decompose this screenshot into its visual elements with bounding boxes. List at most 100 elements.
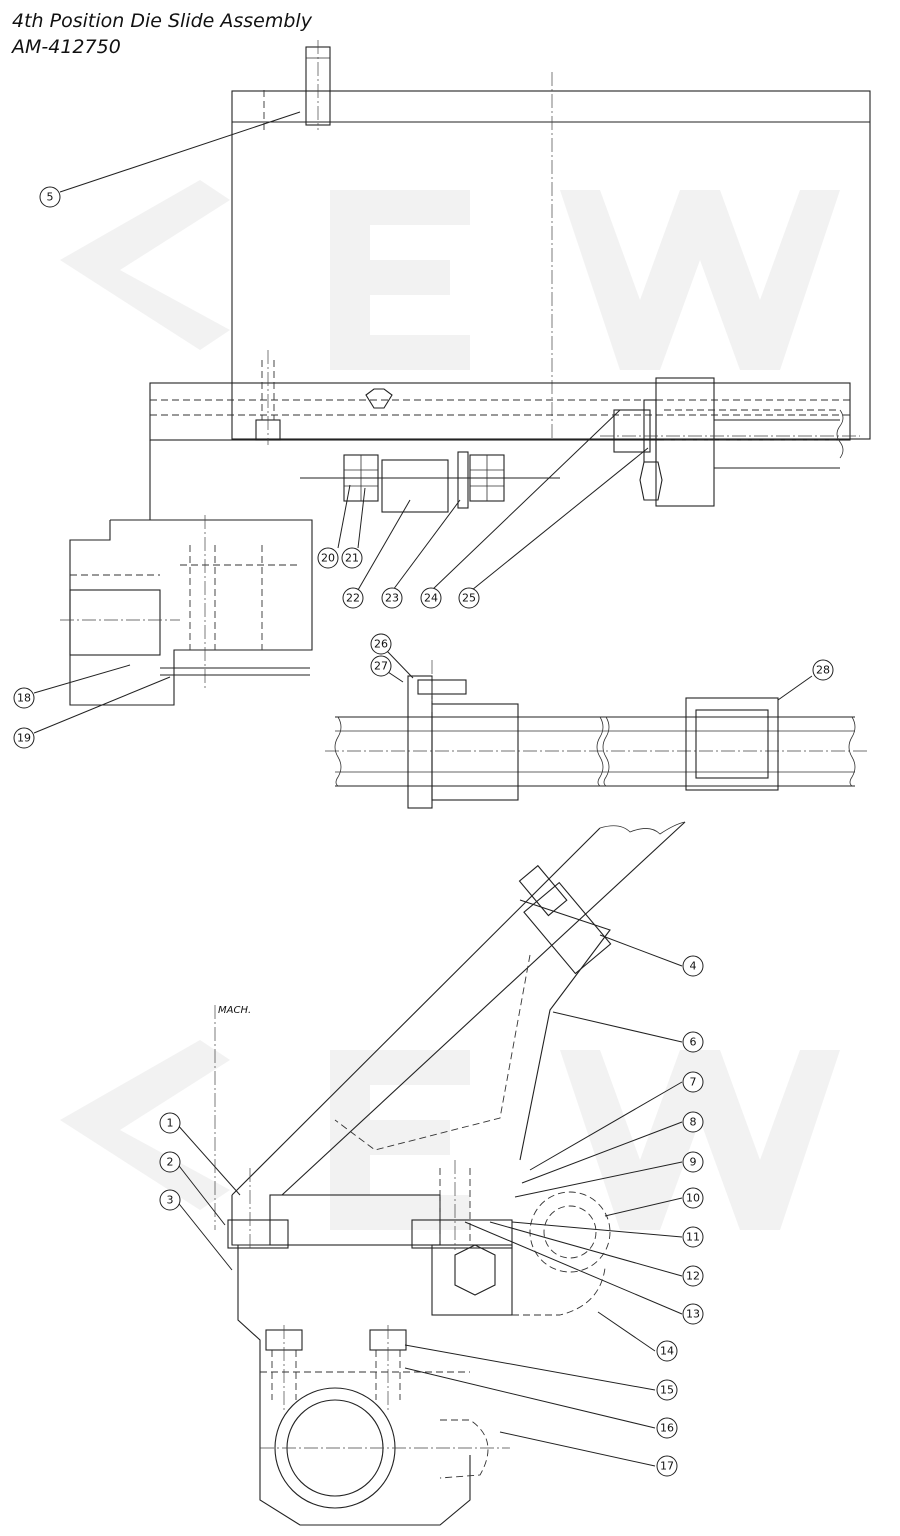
balloon-19: 19	[13, 727, 35, 749]
set-screw	[417, 679, 467, 695]
balloon-22: 22	[342, 587, 364, 609]
balloon-7: 7	[682, 1071, 704, 1093]
balloon-label: 8	[690, 1116, 697, 1129]
die-slide-body	[231, 1195, 471, 1526]
balloon-circle	[656, 1340, 678, 1362]
balloon-circle	[370, 633, 392, 655]
balloon-15: 15	[656, 1379, 678, 1401]
balloon-18: 18	[13, 687, 35, 709]
balloon-label: 24	[424, 592, 438, 605]
balloon-label: 19	[17, 732, 31, 745]
balloon-circle	[159, 1112, 181, 1134]
balloon-21: 21	[341, 547, 363, 569]
part-number: AM-412750	[12, 36, 121, 58]
balloon-label: 25	[462, 592, 476, 605]
balloon-label: 2	[167, 1156, 174, 1169]
top-view	[60, 40, 871, 706]
balloon-label: 14	[660, 1345, 674, 1358]
rod-end-block	[655, 377, 715, 507]
balloon-circle	[13, 727, 35, 749]
balloon-label: 4	[690, 960, 697, 973]
balloon-16: 16	[656, 1417, 678, 1439]
watermark	[60, 180, 840, 1230]
balloon-label: 6	[690, 1036, 697, 1049]
balloon-label: 21	[345, 552, 359, 565]
balloon-circle	[159, 1151, 181, 1173]
balloon-2: 2	[159, 1151, 181, 1173]
leader-lines	[33, 111, 813, 1467]
balloon-label: 15	[660, 1384, 674, 1397]
balloon-circle	[656, 1379, 678, 1401]
balloon-1: 1	[159, 1112, 181, 1134]
balloon-circle	[317, 547, 339, 569]
balloon-26: 26	[370, 633, 392, 655]
balloon-28: 28	[812, 659, 834, 681]
balloon-20: 20	[317, 547, 339, 569]
hex-nut	[454, 1244, 496, 1296]
balloon-label: 16	[660, 1422, 674, 1435]
balloon-label: 26	[374, 638, 388, 651]
balloon-4: 4	[682, 955, 704, 977]
balloon-label: 9	[690, 1156, 697, 1169]
balloon-13: 13	[682, 1303, 704, 1325]
coupling	[685, 697, 779, 791]
balloon-9: 9	[682, 1151, 704, 1173]
balloon-14: 14	[656, 1340, 678, 1362]
balloon-label: 17	[660, 1460, 674, 1473]
balloon-label: 3	[167, 1194, 174, 1207]
balloon-circle	[458, 587, 480, 609]
balloon-circle	[682, 1303, 704, 1325]
balloon-12: 12	[682, 1265, 704, 1287]
balloon-circle	[682, 1151, 704, 1173]
left-bracket	[69, 519, 313, 706]
balloon-label: 20	[321, 552, 335, 565]
upper-plate	[231, 90, 871, 440]
balloon-label: 27	[374, 660, 388, 673]
balloon-circle	[656, 1417, 678, 1439]
balloon-circle	[682, 1226, 704, 1248]
balloon-27: 27	[370, 655, 392, 677]
balloon-circle	[682, 955, 704, 977]
balloon-circle	[381, 587, 403, 609]
balloon-label: 23	[385, 592, 399, 605]
lower-view	[214, 821, 686, 1526]
drawing-title: 4th Position Die Slide Assembly	[12, 10, 312, 32]
balloon-circle	[656, 1455, 678, 1477]
balloon-circle	[39, 186, 61, 208]
balloon-label: 13	[686, 1308, 700, 1321]
balloon-circle	[341, 547, 363, 569]
slide-body	[149, 382, 851, 441]
balloon-circle	[812, 659, 834, 681]
balloon-label: 5	[47, 191, 54, 204]
balloon-10: 10	[682, 1187, 704, 1209]
balloon-circle	[159, 1189, 181, 1211]
balloon-5: 5	[39, 186, 61, 208]
balloon-label: 22	[346, 592, 360, 605]
balloon-circle	[682, 1111, 704, 1133]
balloon-circle	[682, 1071, 704, 1093]
balloon-25: 25	[458, 587, 480, 609]
balloon-circle	[682, 1187, 704, 1209]
title-block: 4th Position Die Slide Assembly AM-41275…	[12, 8, 312, 60]
balloon-circle	[342, 587, 364, 609]
mach-label: MACH.	[218, 1005, 251, 1016]
balloon-label: 1	[167, 1117, 174, 1130]
balloon-label: 10	[686, 1192, 700, 1205]
balloon-circle	[420, 587, 442, 609]
balloon-circle	[370, 655, 392, 677]
balloon-circle	[13, 687, 35, 709]
balloon-label: 11	[686, 1231, 700, 1244]
balloon-label: 12	[686, 1270, 700, 1283]
balloon-23: 23	[381, 587, 403, 609]
balloon-label: 28	[816, 664, 830, 677]
balloon-8: 8	[682, 1111, 704, 1133]
balloon-circle	[682, 1265, 704, 1287]
balloon-label: 7	[690, 1076, 697, 1089]
balloon-3: 3	[159, 1189, 181, 1211]
balloon-circle	[682, 1031, 704, 1053]
shaft-collar	[407, 675, 433, 809]
balloon-17: 17	[656, 1455, 678, 1477]
balloon-11: 11	[682, 1226, 704, 1248]
